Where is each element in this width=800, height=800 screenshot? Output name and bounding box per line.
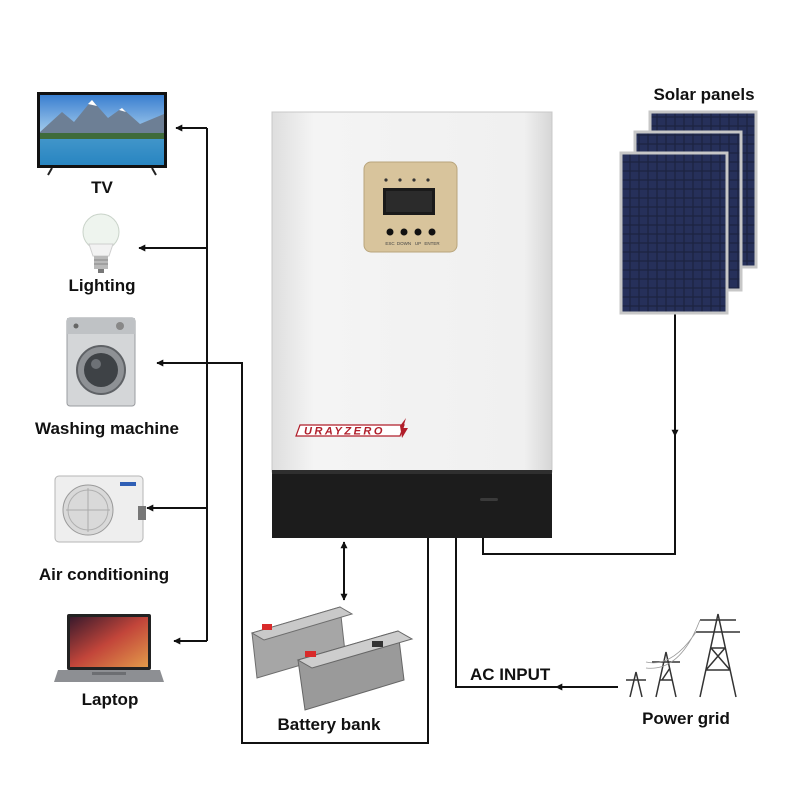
- air-conditioner-icon: [54, 475, 146, 543]
- down-button-label: DOWN: [397, 241, 411, 246]
- power-grid-icon: [626, 613, 740, 698]
- inverter-output-line: [156, 359, 429, 744]
- laptop-label: Laptop: [82, 690, 139, 709]
- solar-panels-icon: [619, 110, 758, 315]
- battery-bank-label: Battery bank: [278, 715, 382, 734]
- power-grid-label: Power grid: [642, 709, 730, 728]
- laptop-icon: [54, 614, 164, 682]
- enter-button-label: ENTER: [424, 241, 440, 246]
- esc-button[interactable]: [386, 228, 394, 236]
- air-conditioning-label: Air conditioning: [39, 565, 169, 584]
- tv-icon: [37, 92, 167, 176]
- up-button[interactable]: [414, 228, 422, 236]
- solar-panels-label: Solar panels: [653, 85, 754, 104]
- washing-machine-icon: [66, 317, 136, 407]
- light-bulb-icon: [82, 213, 120, 273]
- down-button[interactable]: [400, 228, 408, 236]
- up-button-label: UP: [415, 241, 421, 246]
- brand-badge: URAYZERO: [295, 418, 408, 438]
- inverter-control-panel: ESC DOWN UP ENTER: [363, 161, 458, 253]
- inverter: ESC DOWN UP ENTER URAYZERO: [271, 111, 553, 538]
- brand-logo-text: URAYZERO: [304, 426, 385, 438]
- washing-machine-label: Washing machine: [35, 419, 179, 438]
- esc-button-label: ESC: [385, 241, 395, 246]
- lighting-label: Lighting: [68, 276, 135, 295]
- tv-label: TV: [91, 178, 113, 197]
- enter-button[interactable]: [428, 228, 436, 236]
- connection-lines: [138, 124, 679, 744]
- ac-input-label: AC INPUT: [470, 665, 551, 684]
- battery-bank-icon: [250, 606, 414, 711]
